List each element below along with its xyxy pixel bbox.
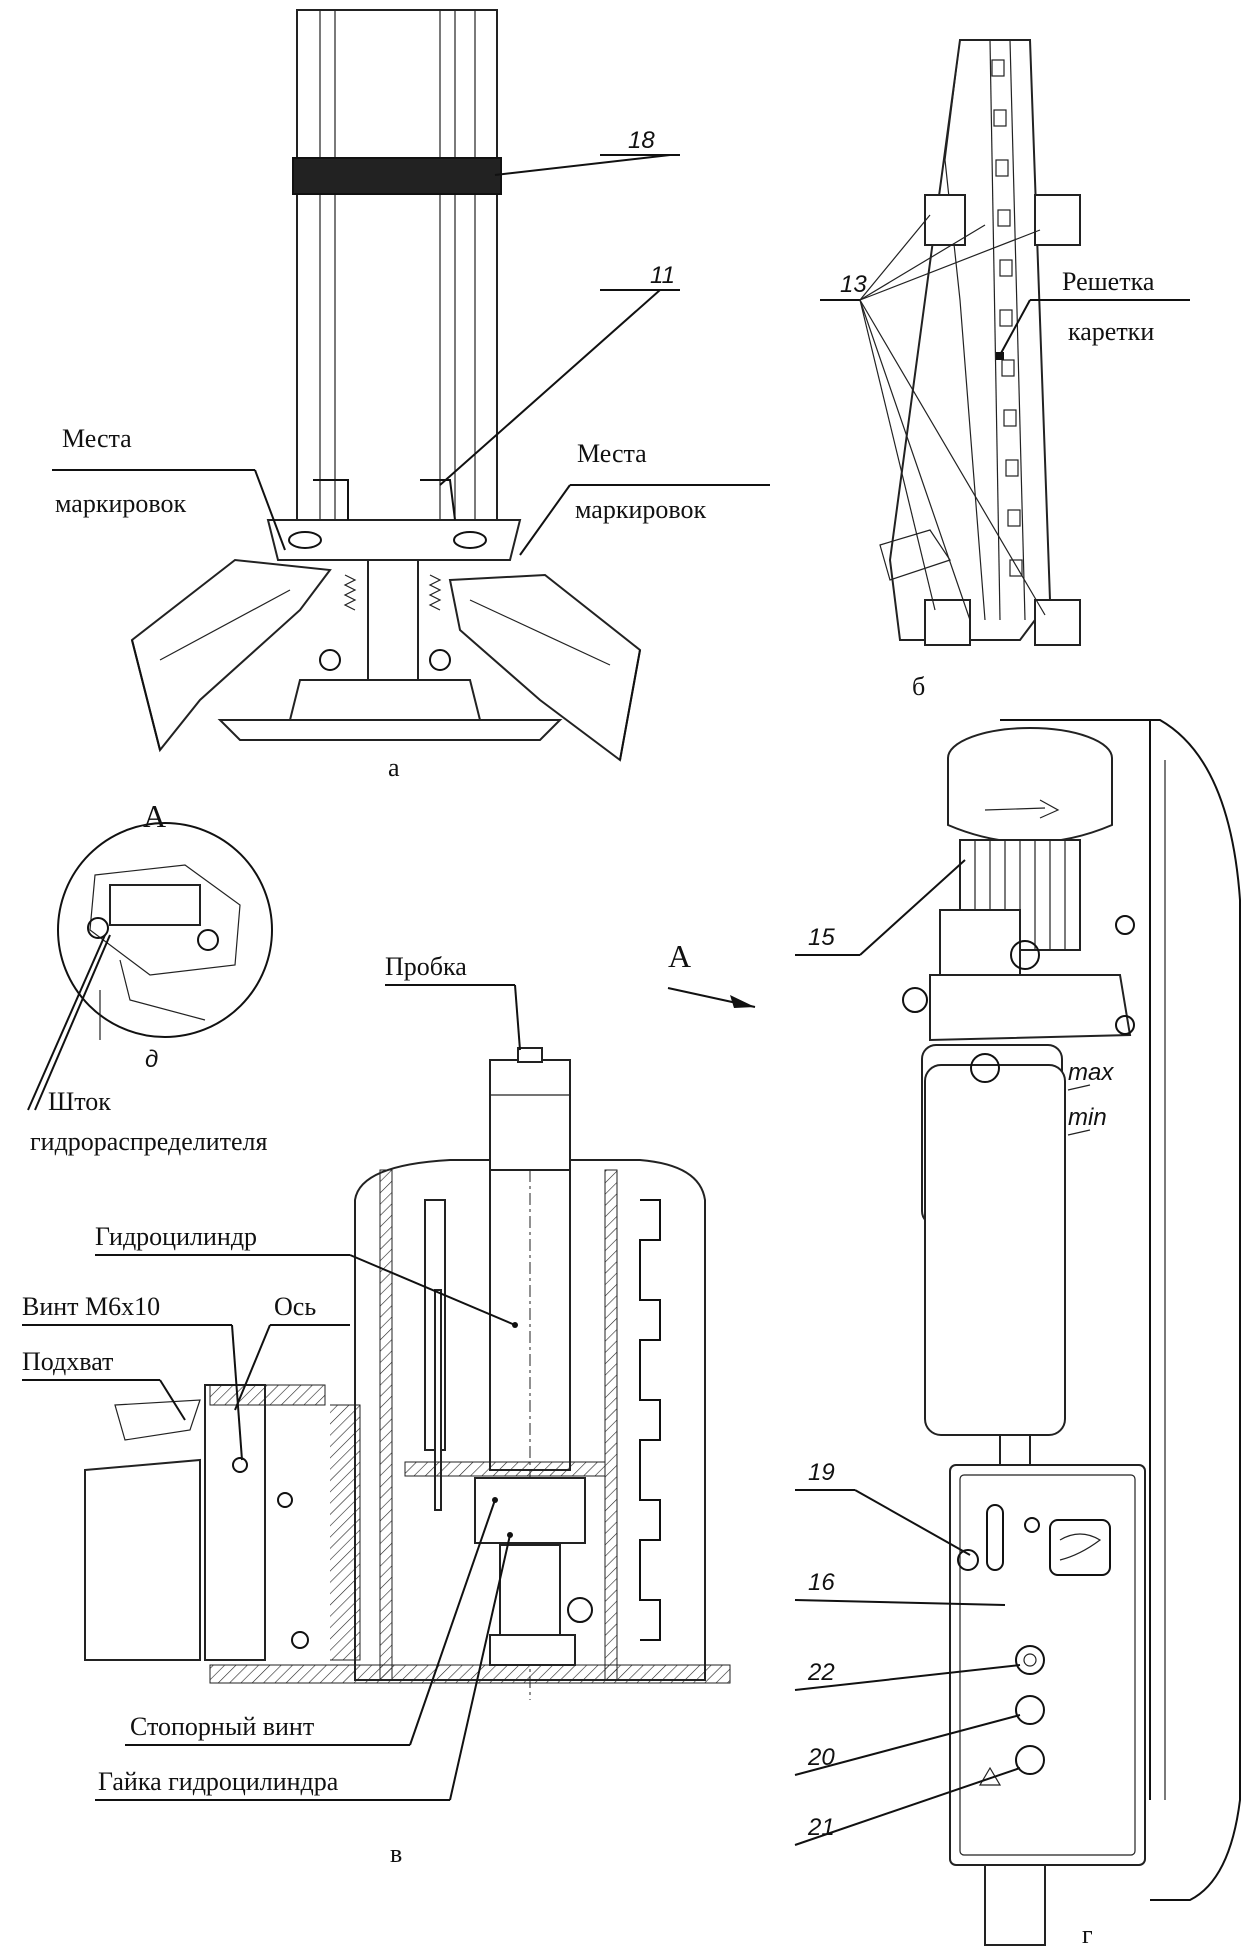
oil-tank: [924, 1064, 1066, 1436]
label-karetki: каретки: [1068, 317, 1154, 346]
caption-g: г: [1082, 1920, 1093, 1949]
button-down: [1015, 1745, 1045, 1775]
view-a-column-base: [130, 9, 642, 762]
callout-15: 15: [808, 924, 835, 951]
label-reshetka: Решетка: [1062, 267, 1155, 296]
label-markirovok-right: маркировок: [575, 495, 706, 524]
caption-v: в: [390, 1839, 402, 1868]
view-marker-a: А: [143, 798, 166, 834]
label-probka: Пробка: [385, 952, 467, 981]
plug: [489, 1059, 571, 1171]
brand-logo: [1049, 1519, 1111, 1576]
label-gidroraspredelitelya: гидрораспределителя: [30, 1127, 268, 1156]
label-stopornyi-vint: Стопорный винт: [130, 1712, 314, 1741]
mounting-plate: [266, 519, 522, 561]
label-markirovok-left: маркировок: [55, 489, 186, 518]
column-body: [296, 9, 498, 531]
caption-a: а: [388, 753, 400, 782]
cylinder-nut: [474, 1477, 586, 1544]
callout-19: 19: [808, 1459, 835, 1486]
button-up: [1015, 1695, 1045, 1725]
callout-16: 16: [808, 1569, 835, 1596]
callout-20: 20: [807, 1744, 835, 1771]
label-gidrocilindr: Гидроцилиндр: [95, 1222, 257, 1251]
detail-circle: [57, 822, 273, 1038]
axis-pin: [204, 1384, 266, 1661]
callout-18: 18: [628, 127, 655, 154]
view-v-section: [84, 1047, 731, 1700]
label-mesta-right: Места: [577, 439, 647, 468]
tank-min-mark: min: [1068, 1104, 1107, 1131]
view-g-pump-unit: [902, 719, 1241, 1946]
label-mesta-left: Места: [62, 424, 132, 453]
label-shtok: Шток: [48, 1087, 111, 1116]
selector-switch: [1015, 1645, 1045, 1675]
caption-d: д: [145, 1046, 158, 1073]
tank-max-mark: max: [1068, 1059, 1114, 1086]
view-arrow-label: А: [668, 938, 691, 974]
control-box: [949, 1464, 1146, 1866]
callout-13: 13: [840, 271, 867, 298]
label-vint: Винт М6х10: [22, 1292, 160, 1321]
marking-band: [292, 157, 502, 195]
callout-11: 11: [650, 262, 675, 289]
view-b-carriage: [879, 39, 1081, 646]
callout-21: 21: [807, 1814, 835, 1841]
label-gaika: Гайка гидроцилиндра: [98, 1767, 339, 1796]
label-os: Ось: [274, 1292, 316, 1321]
motor: [947, 758, 1113, 844]
callout-22: 22: [807, 1659, 835, 1686]
detail-d: [57, 822, 273, 1040]
caption-b: б: [912, 672, 925, 701]
label-podhvat: Подхват: [22, 1347, 113, 1376]
